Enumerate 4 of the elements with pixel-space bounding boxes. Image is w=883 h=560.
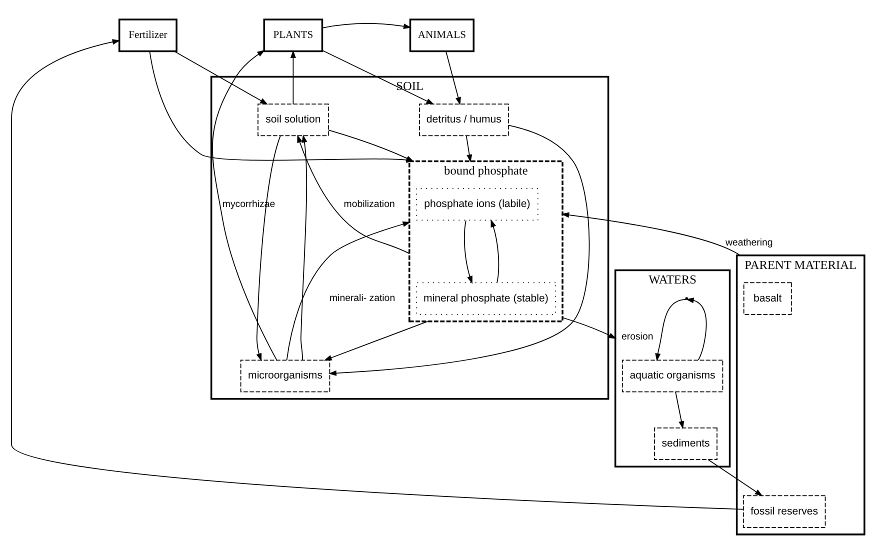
edge-label: mobilization	[344, 198, 395, 210]
edge-label: weathering	[725, 237, 773, 248]
edge-label: erosion	[621, 331, 654, 342]
edge-label: minerali- zation	[329, 292, 396, 304]
